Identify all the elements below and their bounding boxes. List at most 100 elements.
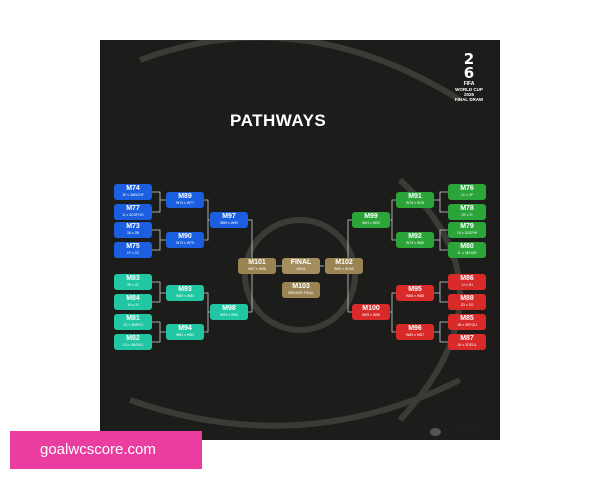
match-teams: 1J v 2H — [461, 283, 473, 287]
weibo-credit: @球哥带飞 — [430, 424, 488, 437]
match-label: M101 — [248, 259, 266, 266]
match-teams: 1A v 3CEFHI — [456, 231, 478, 235]
match-label: M90 — [178, 233, 192, 240]
match-teams: 1L v 3EHIJK — [457, 251, 477, 255]
bracket-connector-lines — [129, 40, 463, 429]
match-label: M83 — [126, 275, 140, 282]
world-cup-2026-logo: 2 6 FIFA WORLD CUP 2026 FINAL DRAW — [452, 50, 486, 103]
match-label: M84 — [126, 295, 140, 302]
match-label: M73 — [126, 223, 140, 230]
match-label: M91 — [408, 193, 422, 200]
match-teams: W97 v W98 — [247, 267, 267, 271]
match-label: M76 — [460, 185, 474, 192]
match-teams: W95 v W96 — [361, 313, 381, 317]
weibo-handle: @球哥带飞 — [443, 427, 489, 437]
match-teams: W89 v W90 — [219, 221, 239, 225]
match-label: M78 — [460, 205, 474, 212]
match-label: M102 — [335, 259, 353, 266]
match-label: M74 — [126, 185, 140, 192]
match-teams: 1F v 2C — [126, 251, 140, 255]
match-label: M88 — [460, 295, 474, 302]
match-teams: 2E v 2I — [461, 213, 473, 217]
match-teams: W79 v W80 — [405, 241, 425, 245]
match-teams: 1E v 3ABCDF — [122, 193, 144, 197]
logo-line-1: WORLD CUP — [455, 87, 483, 92]
match-label: M97 — [222, 213, 236, 220]
match-teams: 1C v 2F — [460, 193, 474, 197]
match-label: M99 — [364, 213, 378, 220]
match-teams: W93 v W94 — [219, 313, 239, 317]
match-teams: 1H v 2J — [127, 303, 139, 307]
match-label: M96 — [408, 325, 422, 332]
match-label: M93 — [178, 286, 192, 293]
watermark-banner: goalwcscore.com — [10, 431, 202, 469]
match-label: M94 — [178, 325, 192, 332]
match-label: FINAL — [290, 259, 312, 266]
match-teams: BRONZE FINAL — [288, 291, 314, 295]
match-teams: W83 v W84 — [175, 294, 195, 298]
background-arcs — [129, 40, 463, 429]
match-teams: 2A v 2B — [126, 231, 140, 235]
match-label: M100 — [362, 305, 380, 312]
logo-line-2: 2026 — [463, 92, 474, 97]
match-teams: W85 v W87 — [405, 333, 425, 337]
match-teams: 1D v 3BEFIJ — [123, 323, 143, 327]
match-teams: 2K v 2L — [127, 283, 139, 287]
weibo-icon — [430, 427, 441, 436]
match-teams: 1I v 3CDFGH — [122, 213, 144, 217]
match-label: M92 — [408, 233, 422, 240]
match-teams: 1K v 3DEIJL — [457, 343, 477, 347]
match-label: M75 — [126, 243, 140, 250]
match-teams: W86 v W88 — [405, 294, 425, 298]
match-label: M85 — [460, 315, 474, 322]
logo-digit-top: 2 — [463, 50, 475, 68]
match-label: M103 — [292, 283, 310, 290]
match-label: M81 — [126, 315, 140, 322]
logo-digit-bottom: 6 — [463, 64, 475, 82]
match-teams: W99 v W100 — [333, 267, 355, 271]
match-teams: W74 v W77 — [175, 201, 195, 205]
match-teams: M104 — [296, 267, 306, 271]
match-teams: W81 v W82 — [175, 333, 195, 337]
match-label: M95 — [408, 286, 422, 293]
match-teams: W76 v W78 — [405, 201, 425, 205]
page-title: PATHWAYS — [230, 111, 327, 130]
match-label: M77 — [126, 205, 140, 212]
match-teams: 1B v 3EFGIJ — [457, 323, 477, 327]
match-label: M89 — [178, 193, 192, 200]
match-teams: W73 v W75 — [175, 241, 195, 245]
match-label: M87 — [460, 335, 474, 342]
